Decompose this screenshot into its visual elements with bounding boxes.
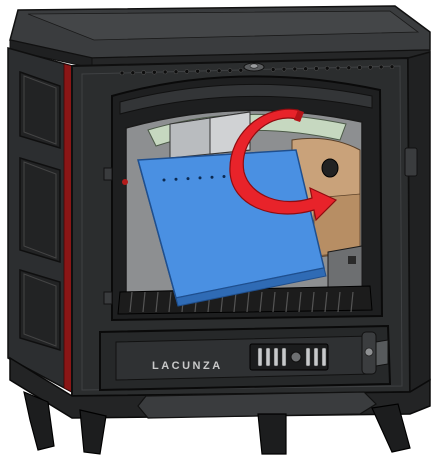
air-slot: [322, 348, 326, 366]
rivet: [228, 69, 232, 73]
rivet: [368, 65, 372, 69]
rivet: [174, 70, 178, 74]
rivet: [314, 67, 318, 71]
rivet: [347, 66, 351, 70]
air-slot: [266, 348, 270, 366]
baffle-hole: [175, 178, 178, 181]
baffle-hole: [187, 177, 190, 180]
baffle-hole: [199, 176, 202, 179]
ash-drawer: LACUNZA: [100, 326, 390, 390]
rivet: [206, 69, 210, 73]
rivet: [358, 66, 362, 70]
rivet: [131, 71, 135, 75]
brand-plate: LACUNZA: [152, 360, 223, 372]
rivet: [152, 70, 156, 74]
rivet: [217, 69, 221, 73]
rivet: [271, 68, 275, 72]
baffle-hole: [211, 176, 214, 179]
side-trim: [64, 64, 72, 392]
rivet: [239, 68, 243, 72]
rivet: [379, 65, 383, 69]
air-slot: [314, 348, 318, 366]
rivet: [185, 70, 189, 74]
air-slot: [274, 348, 278, 366]
stove-left-side: [8, 48, 72, 392]
rivet: [196, 69, 200, 73]
rivet: [282, 67, 286, 71]
rivet: [120, 71, 124, 75]
air-slot: [282, 348, 286, 366]
rivet: [142, 71, 146, 75]
air-control-knob: [244, 63, 264, 71]
rivet: [293, 67, 297, 71]
air-slot: [306, 348, 310, 366]
rivet: [325, 66, 329, 70]
baffle-hole: [163, 179, 166, 182]
rivet: [163, 70, 167, 74]
rivet: [336, 66, 340, 70]
rivet: [390, 65, 394, 69]
rivet: [304, 67, 308, 71]
air-slot: [258, 348, 262, 366]
baffle-hole: [223, 175, 226, 178]
